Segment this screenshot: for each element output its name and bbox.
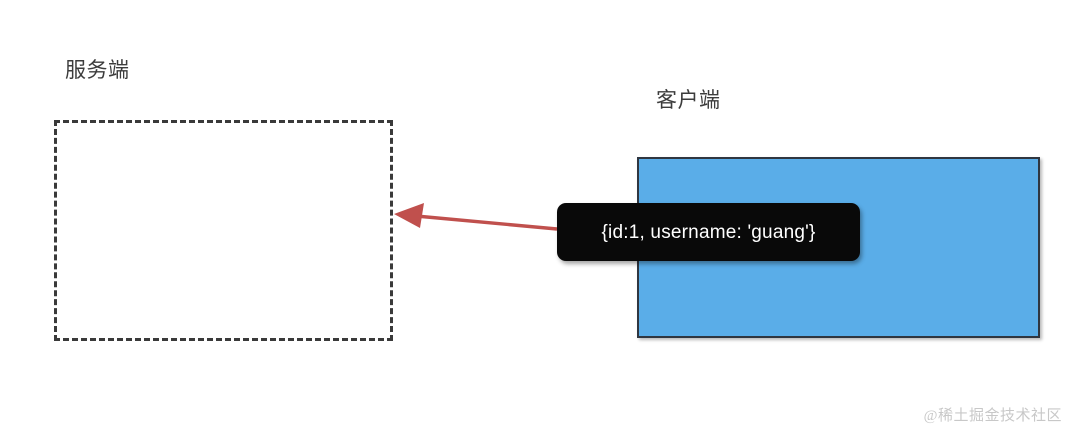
payload-tooltip: {id:1, username: 'guang'}	[557, 203, 860, 261]
payload-text: {id:1, username: 'guang'}	[601, 221, 816, 243]
client-label: 客户端	[656, 89, 721, 112]
server-node-box	[54, 120, 393, 341]
watermark: @稀土掘金技术社区	[923, 408, 1062, 424]
server-label: 服务端	[65, 59, 130, 82]
